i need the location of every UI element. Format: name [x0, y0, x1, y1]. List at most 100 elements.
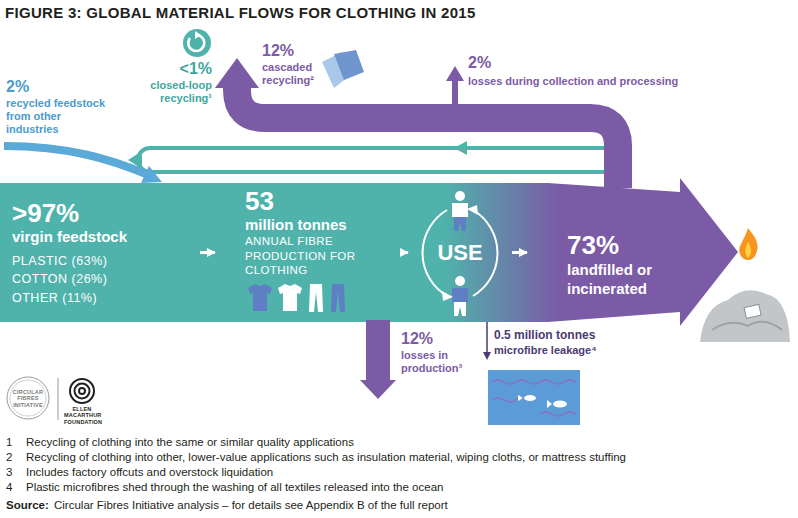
- recycled-feedstock-arrow-part: [4, 146, 146, 174]
- cloth-icon: [322, 50, 364, 88]
- production-losses-arrow: [360, 320, 396, 399]
- segment-text: ANNUAL FIBRE PRODUCTION FOR CLOTHING: [245, 234, 375, 279]
- segment-text: PLASTIC (63%): [12, 252, 196, 271]
- segment-text: COTTON (26%): [12, 270, 196, 289]
- label-slot: recycled feedstock from other industries: [6, 97, 106, 137]
- percent-figure: 2%: [6, 78, 66, 96]
- flow-label: closed-loop recycling¹: [140, 79, 212, 105]
- flow-connector: [512, 251, 527, 254]
- main-flow-band: [0, 178, 738, 326]
- label-slot: closed-loop recycling¹: [140, 79, 212, 105]
- label-slot: CIRCULAR FIBRES INITIATIVE: [12, 389, 44, 408]
- label-slot: 12%: [262, 42, 322, 60]
- disposal-segment: 73%landfilled or incinerated: [527, 183, 679, 322]
- footnote-number: 3: [6, 466, 24, 480]
- clothing-icons-part: [309, 284, 323, 312]
- initiative-logos-part: [79, 388, 85, 394]
- production-losses-arrow-part: [366, 320, 390, 381]
- label-slot: losses during collection and processing: [468, 75, 768, 88]
- collection-losses-arrow-part: [452, 80, 458, 106]
- label-slot: Plastic microfibres shed through the was…: [26, 481, 794, 495]
- initiative-logos-part: [10, 380, 46, 416]
- recycling-icon-part: [183, 29, 211, 57]
- label-slot: 3: [6, 466, 24, 480]
- cascaded-recycling-arrow-part: [237, 86, 618, 188]
- clothing-icons-part: [248, 284, 272, 311]
- landfill-pile-part: [744, 304, 761, 318]
- footnote-number: 2: [6, 451, 24, 465]
- initiative-logos-part: [7, 377, 49, 419]
- landfill-pile: [700, 290, 790, 342]
- use-cycle-icon-part: [455, 191, 465, 201]
- recycling-icon-part: [195, 31, 201, 39]
- segment-heading: 53: [245, 187, 396, 216]
- segment-heading: >97%: [12, 199, 196, 228]
- ocean-illustration-part: [492, 380, 576, 384]
- collection-losses-arrow-part: [446, 66, 464, 81]
- recycled-feedstock-arrow-part: [141, 166, 162, 183]
- footnote-text: Includes factory offcuts and overstock l…: [26, 466, 794, 480]
- segment-text: OTHER (11%): [12, 289, 196, 308]
- label-slot: 2: [6, 451, 24, 465]
- label-slot: 2%: [468, 54, 508, 72]
- footnote-text: Plastic microfibres shed through the was…: [26, 481, 794, 495]
- footnote-text: Recycling of clothing into the same or s…: [26, 436, 794, 450]
- fire-icon-part: [739, 228, 757, 260]
- label-slot: Circular Fibres Initiative analysis – fo…: [54, 499, 794, 513]
- logo-text: ELLEN MACARTHUR FOUNDATION: [64, 406, 100, 425]
- use-cycle-icon-part: [452, 203, 468, 217]
- closed-loop-band-part: [138, 148, 616, 172]
- ocean-illustration-part: [524, 395, 536, 401]
- recycled-feedstock-arrow: [4, 146, 162, 183]
- ocean-illustration-part: [540, 412, 576, 416]
- label-slot: Recycling of clothing into the same or s…: [26, 436, 794, 450]
- footnote-text: Recycling of clothing into other, lower-…: [26, 451, 794, 465]
- footnote-number: 4: [6, 481, 24, 495]
- ocean-illustration: [488, 370, 580, 425]
- ocean-illustration-part: [518, 395, 523, 401]
- ocean-illustration-part: [553, 401, 567, 408]
- figure-title: FIGURE 3: GLOBAL MATERIAL FLOWS FOR CLOT…: [5, 4, 476, 21]
- initiative-logos-part: [70, 379, 94, 403]
- use-segment: USE: [408, 183, 512, 322]
- production-segment: 53million tonnesANNUAL FIBRE PRODUCTION …: [215, 183, 400, 322]
- percent-figure: 2%: [468, 54, 508, 72]
- label-slot: cascaded recycling²: [262, 61, 320, 87]
- use-cycle-icon-part: [454, 302, 466, 316]
- use-cycle-icon: [423, 191, 498, 316]
- initiative-logos-part: [58, 378, 59, 420]
- label-slot: 4: [6, 481, 24, 495]
- clothing-icons-part: [278, 284, 302, 311]
- microfibre-leader: [483, 322, 491, 360]
- flow-label: losses during collection and processing: [468, 75, 768, 88]
- landfill-pile-part: [712, 322, 782, 330]
- feedstock-segment: >97%virgin feedstockPLASTIC (63%)COTTON …: [0, 183, 200, 322]
- label-slot: <1%: [140, 60, 212, 78]
- label-slot: losses in production³: [401, 349, 473, 375]
- flow-connector: [400, 251, 408, 254]
- label-slot: microfibre leakage⁴: [494, 344, 644, 357]
- fire-icon-part: [745, 242, 751, 258]
- collection-losses-arrow: [446, 66, 464, 106]
- label-slot: 12%: [401, 330, 461, 348]
- title-slot: FIGURE 3: GLOBAL MATERIAL FLOWS FOR CLOT…: [5, 4, 476, 21]
- percent-figure: 12%: [262, 42, 322, 60]
- label-slot: 0.5 million tonnes: [494, 328, 644, 342]
- use-cycle-icon-part: [452, 288, 468, 302]
- landfill-pile-part: [700, 290, 790, 342]
- label-slot: Includes factory offcuts and overstock l…: [26, 466, 794, 480]
- footnote-number: 1: [6, 436, 24, 450]
- flow-figure: 0.5 million tonnes: [494, 328, 644, 342]
- use-cycle-icon-part: [454, 217, 466, 231]
- clothing-icons: [248, 284, 345, 312]
- flow-label: losses in production³: [401, 349, 473, 375]
- main-flow-band-part: [0, 178, 738, 326]
- closed-loop-band-part: [454, 141, 467, 155]
- segment-heading: USE: [437, 240, 482, 266]
- label-slot: 2%: [6, 78, 66, 96]
- flow-label: cascaded recycling²: [262, 61, 320, 87]
- ocean-illustration-part: [492, 398, 528, 402]
- clothing-icons-part: [331, 284, 345, 312]
- use-cycle-icon-part: [455, 276, 465, 286]
